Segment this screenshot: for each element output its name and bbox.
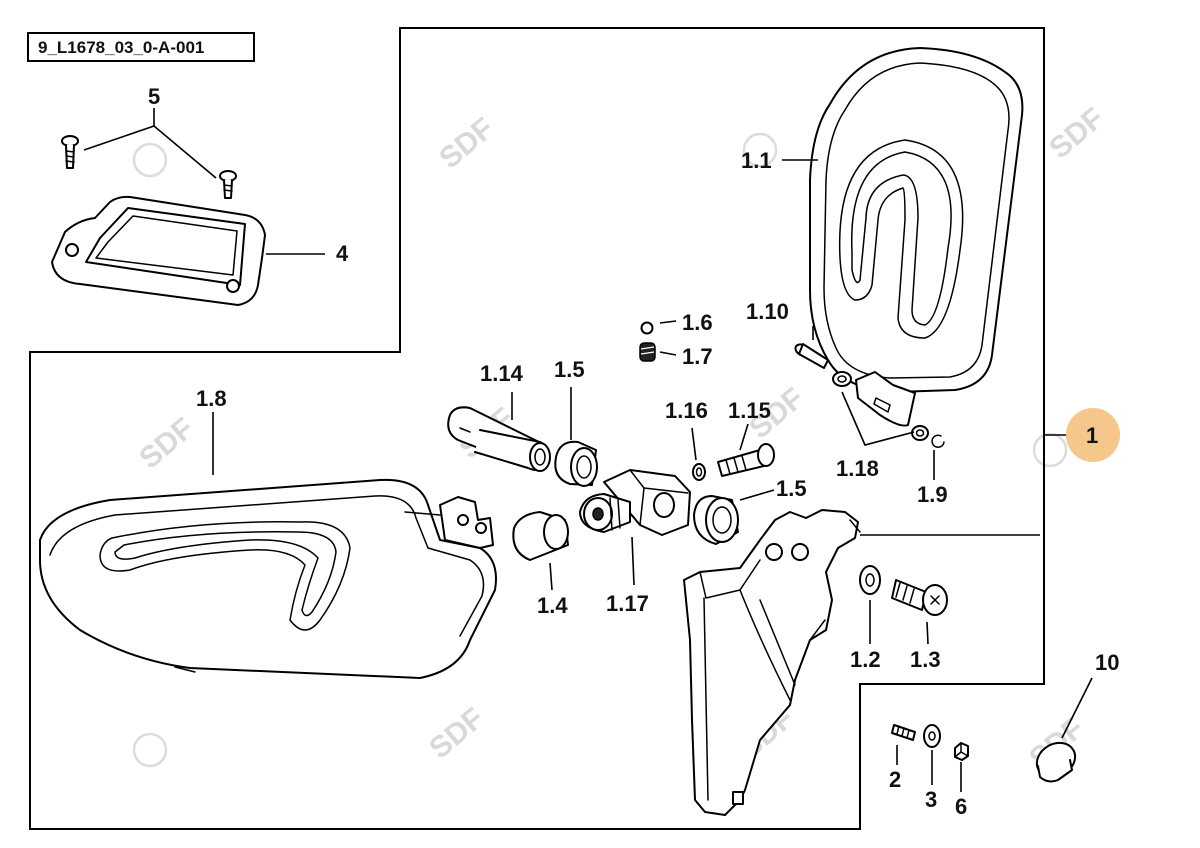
label-5: 5 (148, 84, 160, 109)
washer-part-3 (923, 724, 941, 748)
drawing-code: 9_L1678_03_0-A-001 (38, 38, 204, 57)
screw-part-5b (219, 170, 237, 199)
watermark-text: SDF (1043, 102, 1110, 166)
spring-part-1-7 (639, 342, 656, 362)
label-1-4: 1.4 (537, 593, 568, 618)
label-1-6: 1.6 (682, 310, 713, 335)
label-6: 6 (955, 794, 967, 819)
seat-cushion-part-1-8 (39, 478, 497, 679)
label-2: 2 (889, 767, 901, 792)
watermark-text: SDF (423, 702, 490, 766)
screw-part-1-3 (891, 579, 948, 616)
label-1-18: 1.18 (836, 456, 879, 481)
screw-part-5a (61, 135, 79, 169)
backrest-part-1-1 (809, 47, 1024, 427)
washer-part-1-16 (692, 463, 706, 481)
label-1-5-b: 1.5 (776, 476, 807, 501)
drawing-code-box: 9_L1678_03_0-A-001 (27, 32, 255, 62)
label-1-17: 1.17 (606, 591, 649, 616)
part-labels: 1 1.1 1.2 1.3 1.4 1.5 1.5 1.6 1.7 1.8 1.… (148, 84, 1119, 819)
watermark-text: SDF (133, 412, 200, 476)
label-1-3: 1.3 (910, 647, 941, 672)
lock-block-part-1-17 (579, 469, 691, 536)
label-1-9: 1.9 (917, 482, 948, 507)
label-1-14: 1.14 (480, 361, 524, 386)
sleeve-part-1-14 (447, 406, 551, 472)
label-1-7: 1.7 (682, 344, 713, 369)
clip-part-1-9 (931, 434, 945, 448)
seat-bracket-frame (683, 509, 861, 816)
cup-part-1-4 (512, 511, 569, 561)
assembly-frame (29, 27, 1045, 830)
stud-part-2 (891, 724, 916, 741)
label-3: 3 (925, 787, 937, 812)
label-1-8: 1.8 (196, 386, 227, 411)
bezel-part-4 (51, 195, 266, 306)
nut-part-6 (954, 742, 969, 761)
label-1-15: 1.15 (728, 398, 771, 423)
label-1-10: 1.10 (746, 299, 789, 324)
leader-lines (83, 108, 1093, 792)
bushing-part-1-5a (554, 440, 598, 487)
bushing-part-1-18b (911, 425, 929, 441)
label-1-5-a: 1.5 (554, 357, 585, 382)
label-1-2: 1.2 (850, 647, 881, 672)
label-4: 4 (336, 241, 349, 266)
bushing-part-1-18a (832, 371, 852, 387)
washer-part-1-2 (859, 565, 881, 595)
bushing-part-1-5b (693, 495, 739, 545)
plug-part-10 (1035, 741, 1077, 783)
callout-highlight-1 (1066, 408, 1120, 462)
pin-part-1-10 (794, 343, 829, 369)
label-1: 1 (1086, 423, 1098, 448)
bolt-part-1-15 (717, 443, 775, 477)
label-1-16: 1.16 (665, 398, 708, 423)
label-1-1: 1.1 (741, 148, 772, 173)
watermark-text: SDF (433, 112, 500, 176)
label-10: 10 (1095, 650, 1119, 675)
ball-part-1-6 (640, 321, 654, 335)
